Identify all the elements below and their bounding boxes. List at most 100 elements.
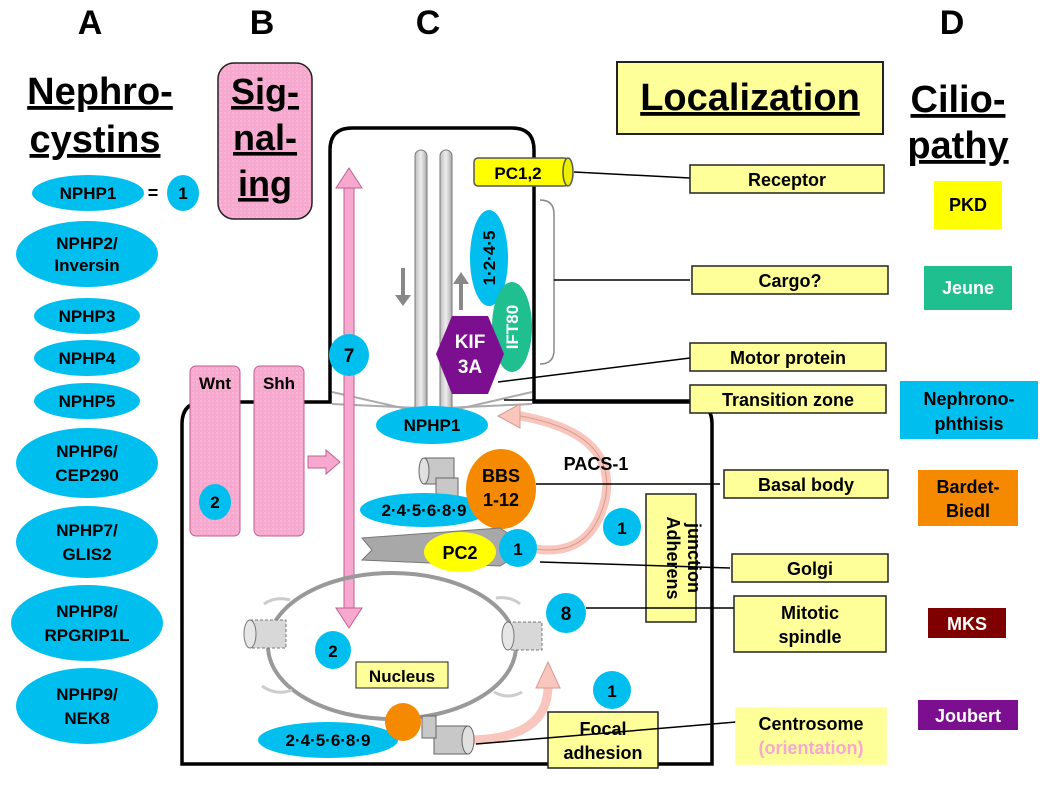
left-centrosome: [243, 619, 287, 649]
svg-text:Jeune: Jeune: [942, 278, 994, 298]
svg-text:NPHP4: NPHP4: [59, 349, 116, 368]
anterograde-arrow: [453, 272, 469, 310]
svg-text:3A: 3A: [458, 357, 483, 378]
nphp6-oval: NPHP6/ CEP290: [16, 428, 158, 498]
svg-text:Inversin: Inversin: [54, 256, 119, 275]
orientation-arrow: [471, 660, 561, 745]
nphp1-oval: NPHP1: [32, 175, 144, 211]
svg-text:PC1,2: PC1,2: [494, 164, 541, 183]
equals-sign: =: [148, 183, 159, 203]
column-letter-d: D: [940, 4, 965, 42]
ciliopathy-heading: Cilio- pathy: [907, 79, 1008, 167]
svg-text:cystins: cystins: [30, 119, 161, 161]
svg-text:NPHP1: NPHP1: [404, 416, 461, 435]
svg-text:2: 2: [210, 493, 219, 512]
signaling-7-badge: 7: [329, 334, 369, 376]
retrograde-arrow: [395, 268, 411, 306]
adherens-number-badge: 1: [603, 508, 641, 546]
svg-text:Golgi: Golgi: [787, 559, 833, 579]
loc-mitotic-spindle: Mitotic spindle: [733, 595, 887, 653]
adherens-junction-box: Adherens junction: [645, 493, 704, 623]
loc-receptor: Receptor: [689, 164, 885, 194]
loc-basal-body: Basal body: [723, 469, 889, 499]
svg-text:Adherens: Adherens: [663, 516, 683, 599]
loc-cargo: Cargo?: [691, 265, 889, 295]
loc-centrosome: Centrosome (orientation): [735, 707, 887, 765]
svg-text:(orientation): (orientation): [759, 738, 864, 758]
svg-text:Receptor: Receptor: [748, 170, 826, 190]
svg-text:BBS: BBS: [482, 466, 520, 486]
svg-text:CEP290: CEP290: [55, 466, 118, 485]
svg-text:NEK8: NEK8: [64, 709, 109, 728]
svg-text:Motor protein: Motor protein: [730, 348, 846, 368]
svg-text:Nephro-: Nephro-: [27, 71, 173, 113]
svg-text:IFT80: IFT80: [503, 305, 522, 349]
centrosome-bbs-dot: [385, 703, 421, 741]
svg-text:Cargo?: Cargo?: [759, 271, 822, 291]
svg-text:1: 1: [513, 540, 522, 559]
svg-text:1: 1: [178, 184, 187, 203]
svg-text:Focal: Focal: [579, 719, 626, 739]
svg-text:Centrosome: Centrosome: [758, 714, 863, 734]
nphp5-oval: NPHP5: [34, 383, 140, 419]
right-centrosome: [501, 621, 543, 651]
svg-text:Joubert: Joubert: [935, 706, 1001, 726]
svg-text:NPHP8/: NPHP8/: [56, 602, 118, 621]
pc2-oval: PC2: [424, 532, 496, 572]
leader-lines: [475, 171, 737, 745]
svg-text:Shh: Shh: [263, 374, 295, 393]
ciliopathy-jeune: Jeune: [924, 266, 1012, 310]
svg-text:NPHP3: NPHP3: [59, 307, 116, 326]
ciliopathy-mks: MKS: [928, 608, 1006, 638]
svg-text:phthisis: phthisis: [934, 414, 1003, 434]
shh-bar: Shh: [253, 365, 305, 537]
centrosome-nphp-group: 2·4·5·6·8·9: [258, 722, 398, 758]
spindle-number-badge: 8: [546, 593, 586, 633]
svg-text:2·4·5·6·8·9: 2·4·5·6·8·9: [381, 501, 466, 520]
svg-text:2: 2: [328, 642, 337, 661]
pacs1-cycle-arrow: [496, 403, 612, 555]
svg-text:RPGRIP1L: RPGRIP1L: [44, 626, 129, 645]
nephrocystin-list: NPHP1 = 1 NPHP2/ Inversin NPHP3 NPHP4 NP…: [11, 175, 199, 744]
nphp7-oval: NPHP7/ GLIS2: [16, 506, 158, 578]
svg-text:2·4·5·6·8·9: 2·4·5·6·8·9: [285, 731, 370, 750]
ciliopathy-joubert: Joubert: [918, 700, 1018, 730]
pc2-number-badge: 1: [499, 529, 537, 567]
svg-text:1: 1: [607, 682, 616, 701]
svg-text:NPHP7/: NPHP7/: [56, 521, 118, 540]
localization-heading: Localization: [616, 61, 884, 135]
svg-text:1·2·4·5: 1·2·4·5: [480, 231, 499, 286]
column-letter-a: A: [78, 4, 103, 42]
loc-golgi: Golgi: [731, 553, 889, 583]
ciliopathy-bardet-biedl: Bardet- Biedl: [918, 470, 1018, 526]
svg-text:1-12: 1-12: [483, 490, 519, 510]
svg-text:spindle: spindle: [778, 627, 841, 647]
pacs1-label: PACS-1: [564, 454, 629, 474]
column-letter-c: C: [416, 4, 441, 42]
bottom-centrosome: [421, 715, 475, 755]
column-letter-b: B: [250, 4, 275, 42]
nucleus-number-badge: 2: [315, 631, 351, 669]
nphp1-number-badge: 1: [167, 175, 199, 211]
svg-text:Wnt: Wnt: [199, 374, 231, 393]
svg-text:MKS: MKS: [947, 614, 987, 634]
svg-text:junction: junction: [684, 522, 704, 593]
svg-text:NPHP2/: NPHP2/: [56, 234, 118, 253]
signaling-double-arrow: [335, 167, 363, 629]
svg-text:Nephrono-: Nephrono-: [924, 389, 1015, 409]
nphp8-oval: NPHP8/ RPGRIP1L: [11, 585, 163, 661]
focal-adhesion-box: Focal adhesion: [547, 711, 659, 769]
ciliopathy-pkd: PKD: [934, 181, 1002, 229]
svg-text:PC2: PC2: [442, 543, 477, 563]
svg-text:Localization: Localization: [640, 77, 860, 119]
signaling-heading: Sig- nal- ing: [217, 62, 313, 220]
svg-text:Cilio-: Cilio-: [911, 79, 1006, 121]
ift-nphp-group: 1·2·4·5: [470, 210, 508, 306]
svg-text:Bardet-: Bardet-: [936, 477, 999, 497]
svg-text:pathy: pathy: [907, 125, 1008, 167]
svg-text:nal-: nal-: [233, 117, 297, 158]
svg-text:1: 1: [617, 519, 626, 538]
loc-motor-protein: Motor protein: [689, 342, 887, 372]
nphp3-oval: NPHP3: [34, 298, 140, 334]
